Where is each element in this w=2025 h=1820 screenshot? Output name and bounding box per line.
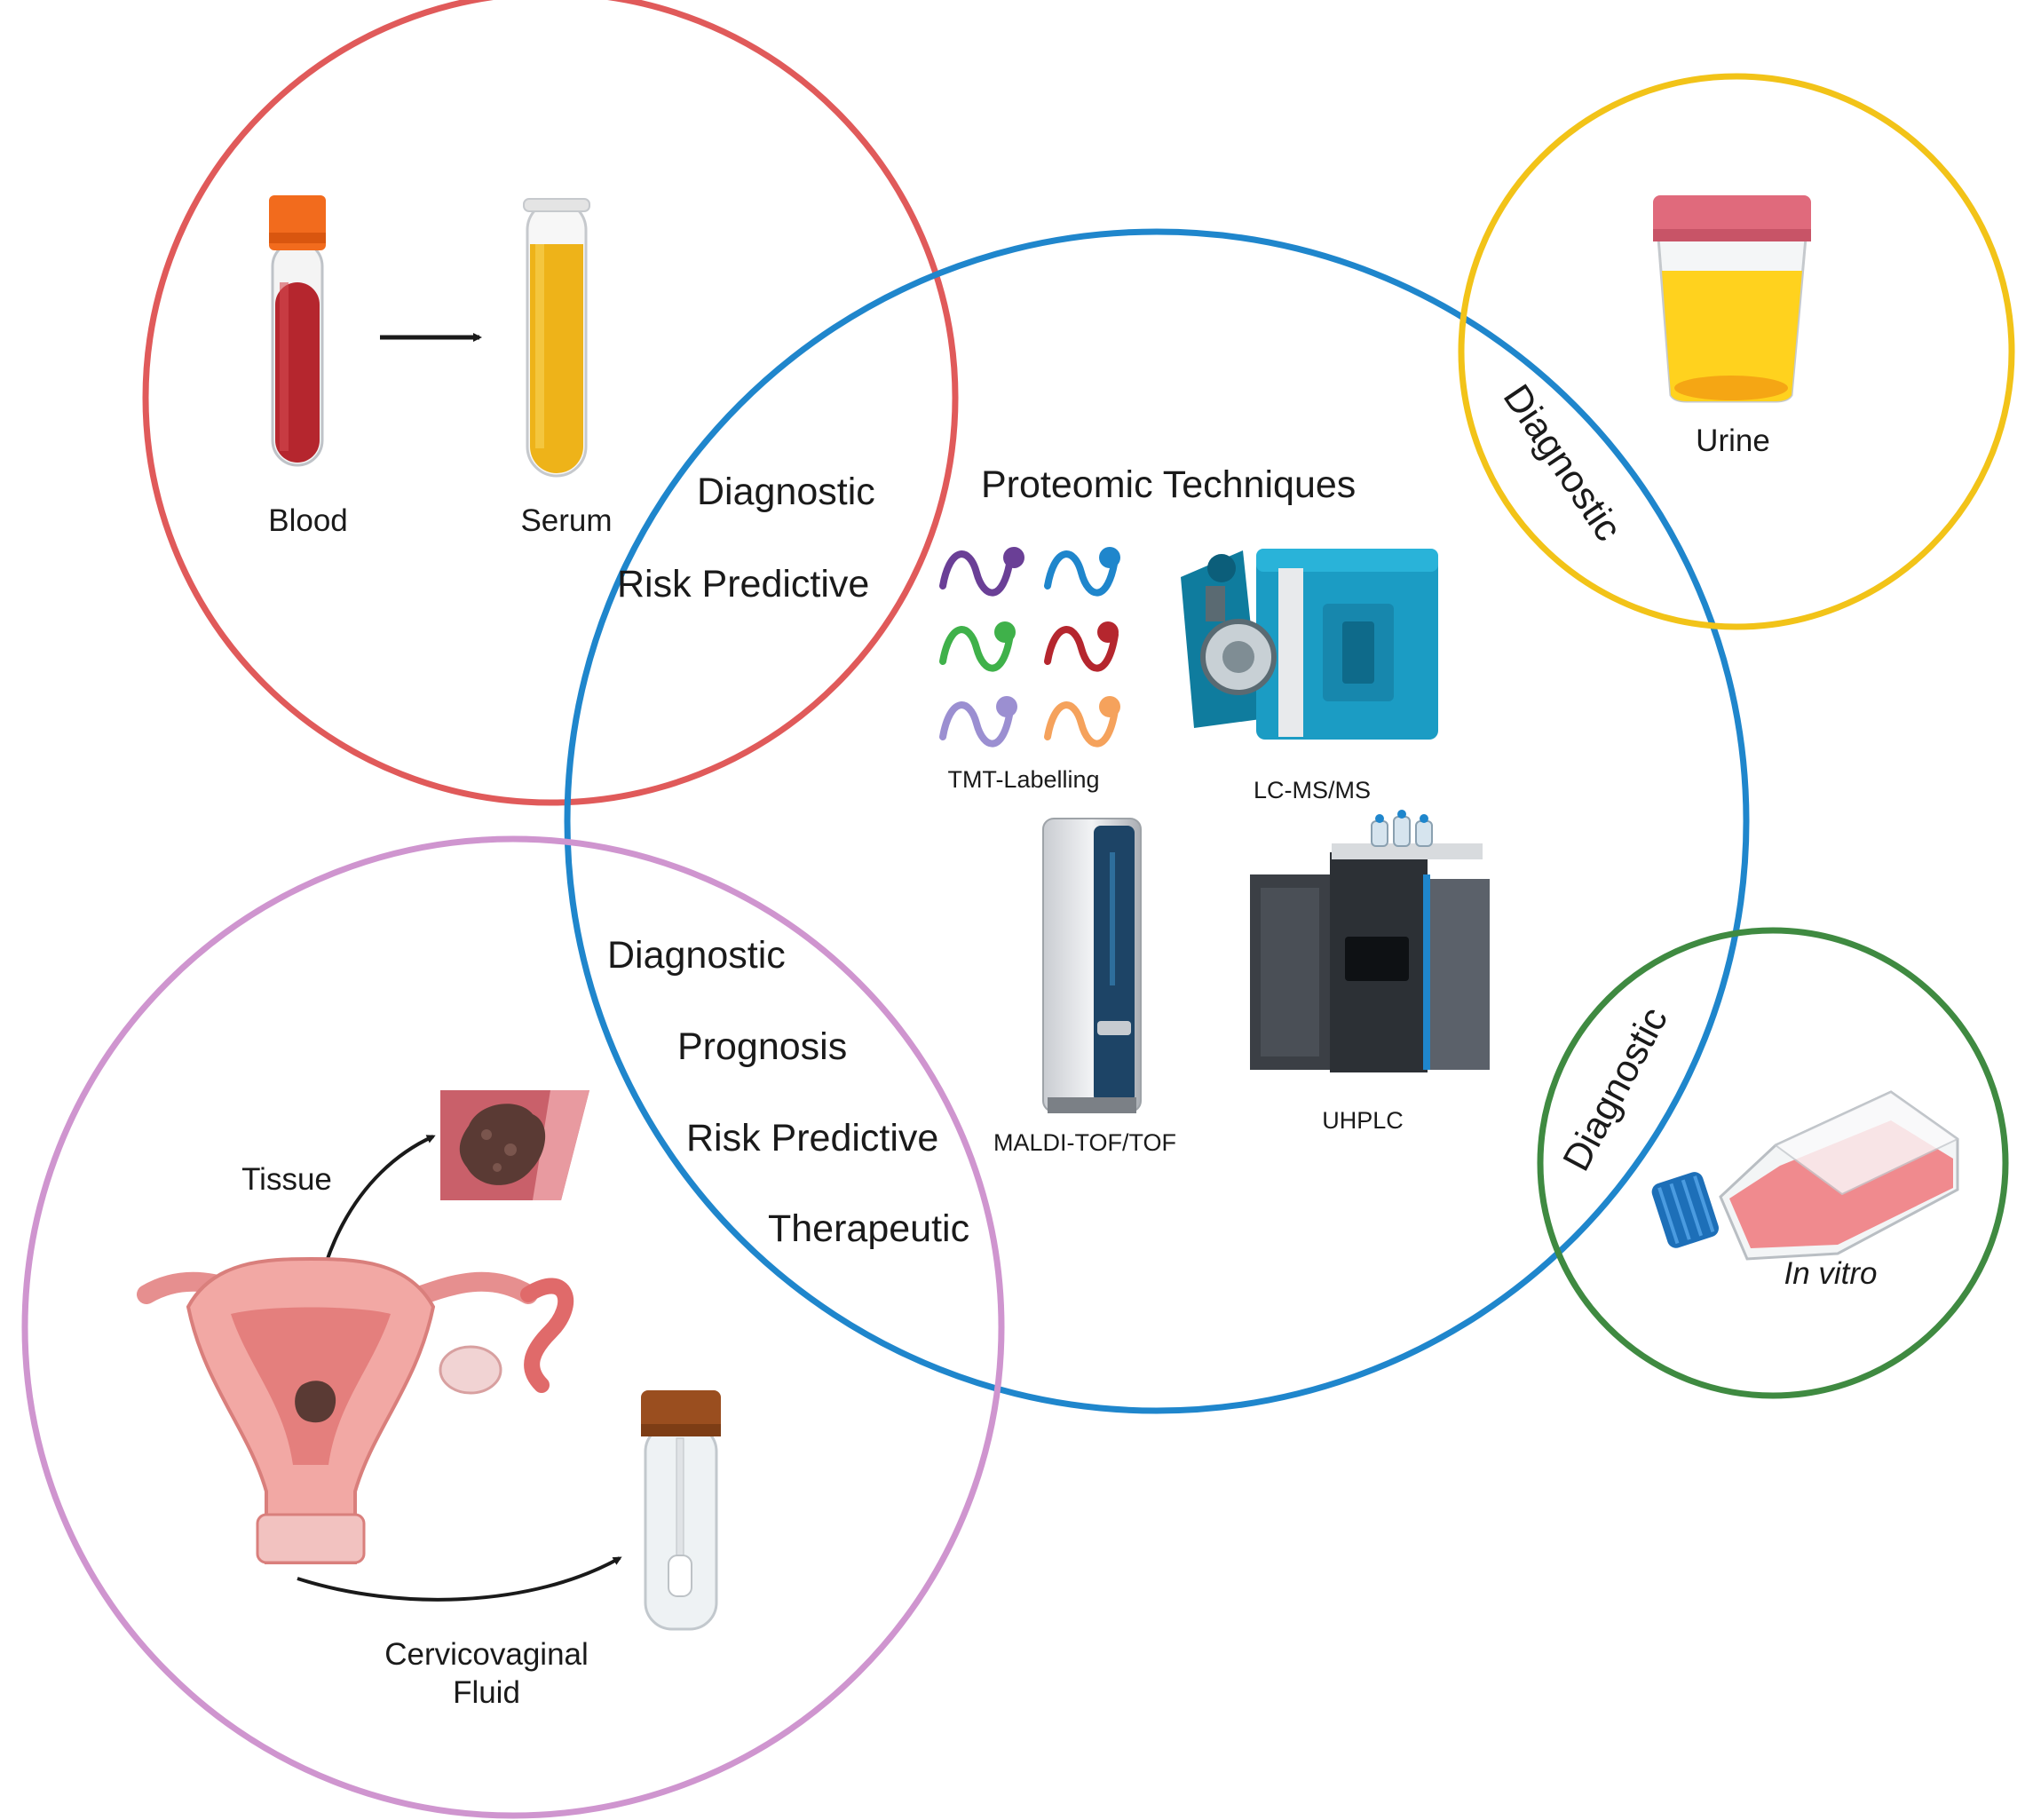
blood-tube-icon <box>269 195 326 467</box>
tissue-use-therapeutic: Therapeutic <box>768 1207 969 1250</box>
serum-tube-icon <box>523 198 590 478</box>
proteomics-circle <box>564 228 1750 1414</box>
invitro-circle <box>1537 927 2009 1399</box>
tissue-use-prognosis: Prognosis <box>677 1025 847 1068</box>
uterus-icon <box>137 1256 574 1564</box>
peptide-tag-lavender <box>939 696 1017 748</box>
tmt-labelling-label: TMT-Labelling <box>947 766 1099 793</box>
urine-label: Urine <box>1696 423 1770 458</box>
fluid-label-line1: Cervicovaginal <box>384 1637 589 1672</box>
in-vitro-label: In vitro <box>1784 1256 1877 1291</box>
urine-cup-icon <box>1653 195 1811 403</box>
mass-spectrometer-icon <box>1181 549 1438 740</box>
blood-use-diagnostic: Diagnostic <box>697 471 875 513</box>
fluid-label-line2: Fluid <box>453 1675 520 1710</box>
peptide-tag-red <box>1044 621 1119 672</box>
swab-tube-icon <box>641 1390 721 1631</box>
maldi-tof-tof-label: MALDI-TOF/TOF <box>993 1129 1176 1156</box>
blood-label: Blood <box>268 503 348 538</box>
peptide-tag-orange <box>1044 696 1120 748</box>
lc-ms-ms-label: LC-MS/MS <box>1254 777 1371 803</box>
cell-culture-flask-icon <box>1651 1090 1959 1261</box>
serum-label: Serum <box>520 503 612 538</box>
tissue-label: Tissue <box>241 1162 332 1197</box>
tissue-sample-icon <box>440 1090 589 1200</box>
maldi-instrument-icon <box>1042 818 1142 1113</box>
invitro-use-diagnostic: Diagnostic <box>1554 1001 1676 1178</box>
urine-use-diagnostic: Diagnostic <box>1495 377 1630 549</box>
uhplc-label: UHPLC <box>1322 1107 1404 1134</box>
proteomics-title: Proteomic Techniques <box>981 463 1356 506</box>
tissue-circle <box>21 835 1005 1819</box>
peptide-tag-green <box>939 621 1016 672</box>
peptide-tag-blue <box>1044 547 1120 597</box>
blood-use-risk-predictive: Risk Predictive <box>617 563 869 605</box>
peptide-tag-purple <box>939 547 1024 597</box>
uterus-to-fluid-arrow <box>297 1556 622 1602</box>
urine-circle <box>1458 73 2015 630</box>
uhplc-instrument-icon <box>1250 810 1490 1072</box>
tissue-use-risk-predictive: Risk Predictive <box>686 1117 938 1159</box>
blood-circle <box>142 0 959 806</box>
tissue-use-diagnostic: Diagnostic <box>607 934 786 977</box>
